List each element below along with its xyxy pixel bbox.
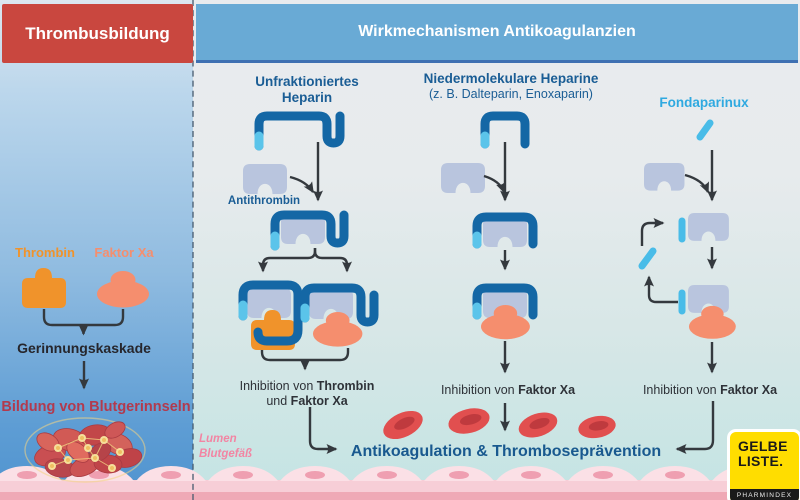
fondaparinux-icon	[696, 119, 714, 141]
fonda-arrows	[640, 150, 717, 454]
fonda-faktor-xa-complex-icon	[678, 285, 736, 339]
lmwh-antithrombin-complex-icon	[472, 212, 538, 249]
ufh-antithrombin-complex-icon	[270, 210, 349, 251]
header-thrombusbildung: Thrombusbildung	[2, 4, 193, 63]
right-panel-background	[193, 0, 800, 500]
fondaparinux-title: Fondaparinux	[659, 95, 749, 110]
header-wirkmechanismen: Wirkmechanismen Antikoagulanzien	[196, 4, 798, 63]
clot-formation-label: Bildung von Blutgerinnseln	[1, 399, 191, 415]
heparin-ufh-icon	[254, 111, 345, 151]
outcome-label: Antikoagulation & Thromboseprävention	[350, 443, 662, 460]
fonda-inhibition-label: Inhibition von Faktor Xa	[642, 383, 778, 397]
vessel-wall-illustration	[0, 466, 800, 500]
faktor-xa-icon	[97, 271, 149, 308]
ufh-faktor-xa-complex-icon	[300, 283, 379, 347]
red-blood-cells	[378, 404, 618, 445]
logo-line2: LISTE.	[738, 452, 784, 469]
lmwh-inhibition-label: Inhibition von Faktor Xa	[440, 383, 576, 397]
antithrombin-icon-fonda	[644, 163, 685, 191]
ufh-title: Unfraktioniertes Heparin	[255, 74, 359, 105]
gelbe-liste-logo: GELBE LISTE. PHARMINDEX	[727, 429, 800, 500]
cascade-label: Gerinnungskaskade	[17, 340, 151, 356]
left-panel-background	[0, 0, 193, 500]
lmwh-arrows	[483, 142, 510, 432]
thrombus-illustration	[24, 417, 146, 483]
logo-line1: GELBE	[738, 438, 788, 454]
fondaparinux-released-icon	[638, 247, 657, 270]
faktor-xa-label: Faktor Xa	[94, 245, 154, 260]
ufh-inhibition-label: Inhibition von Thrombin und Faktor Xa	[239, 379, 375, 408]
lumen-label: Lumen Blutgefäß	[199, 433, 253, 460]
heparin-lmwh-icon	[480, 111, 530, 149]
antithrombin-label: Antithrombin	[227, 195, 301, 207]
antithrombin-icon	[243, 164, 287, 194]
thrombin-label: Thrombin	[15, 245, 75, 260]
ufh-thrombin-complex-icon	[238, 280, 303, 350]
panel-divider	[192, 0, 194, 500]
logo-pharmindex: PHARMINDEX	[730, 489, 799, 500]
thrombin-icon	[22, 268, 66, 308]
left-panel-arrows	[42, 309, 125, 390]
lmwh-title: Niedermolekulare Heparine (z. B. Daltepa…	[423, 71, 599, 101]
antithrombin-icon-lmwh	[441, 163, 485, 193]
lmwh-faktor-xa-complex-icon	[472, 283, 538, 340]
ufh-arrows	[258, 142, 352, 454]
fonda-antithrombin-complex-icon	[678, 213, 729, 243]
